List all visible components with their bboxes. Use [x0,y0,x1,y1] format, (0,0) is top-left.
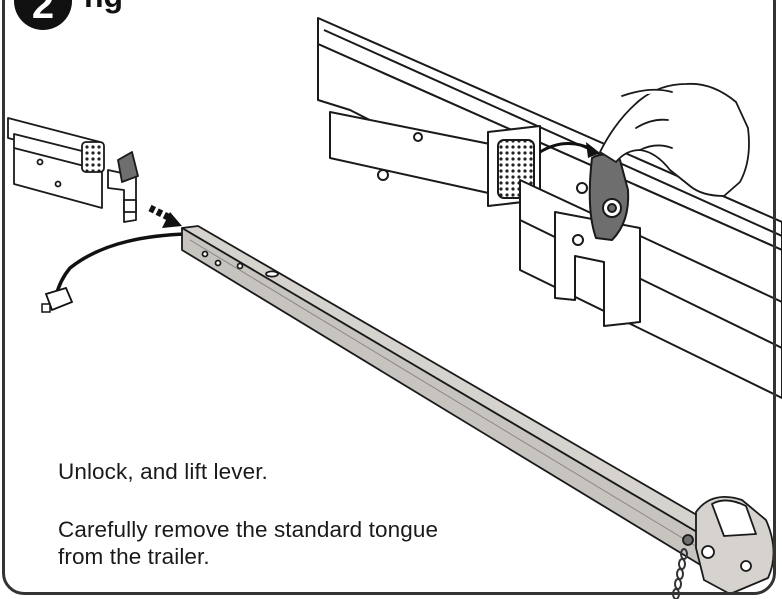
detail-frame-beam [317,17,782,399]
trailer-frame-overview [7,117,139,223]
tongue-coupler [682,496,775,595]
motion-arrow-icon [539,142,600,158]
standard-tongue [181,225,741,579]
hand-icon [599,82,750,197]
wiring-cable [41,232,189,313]
instruction-remove-tongue: Carefully remove the standard tongue fro… [58,517,439,569]
instruction-unlock: Unlock, and lift lever. [58,459,268,484]
step-title: ng [84,0,123,15]
slide-out-arrow-icon [148,204,182,228]
